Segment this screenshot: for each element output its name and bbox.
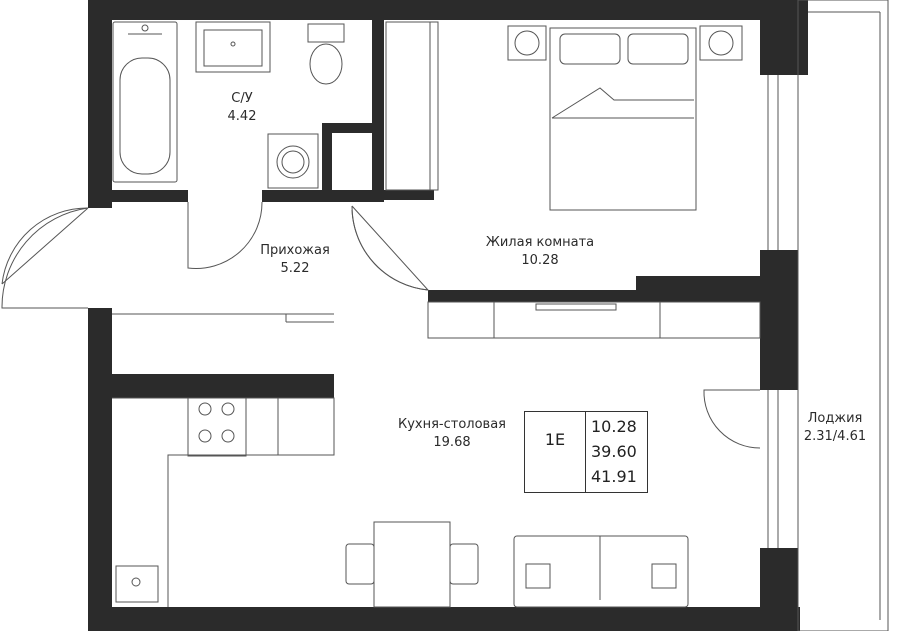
wall-right-top (760, 0, 808, 75)
wall-living-bottom-thick (636, 276, 768, 300)
room-area: 10.28 (521, 253, 559, 268)
room-area: 2.31/4.61 (803, 429, 867, 444)
hallway-shelf (112, 313, 334, 323)
room-label-kitchen: Кухня-столовая 19.68 (382, 416, 522, 452)
wall-bath-bottom-left (88, 190, 188, 202)
wall-kitchen-top (112, 374, 334, 398)
wall-shaft-top (322, 123, 382, 133)
apartment-areas: 10.28 39.60 41.91 (591, 414, 637, 489)
room-label-living: Жилая комната 10.28 (470, 234, 610, 270)
room-area: 4.42 (227, 109, 257, 124)
wall-right-mid (760, 250, 798, 390)
bed (507, 25, 743, 211)
apartment-code: 1Е (525, 412, 586, 492)
washing-machine (267, 133, 319, 189)
room-name: Лоджия (807, 411, 863, 426)
room-name: С/У (231, 91, 253, 106)
dining-table (345, 521, 479, 608)
kitchen-counter (112, 397, 335, 607)
walls (88, 0, 808, 631)
room-name: Кухня-столовая (397, 417, 506, 432)
doors (1, 201, 761, 449)
tv-console (427, 301, 761, 339)
room-label-hallway: Прихожая 5.22 (245, 242, 345, 278)
wall-bath-right (372, 20, 384, 202)
window-right (767, 75, 779, 548)
wall-left-lower (88, 308, 112, 631)
room-area: 19.68 (433, 435, 471, 450)
wall-wardrobe-bottom (384, 190, 434, 200)
loggia (797, 0, 889, 631)
room-name: Прихожая (260, 243, 330, 258)
wardrobe (385, 21, 439, 191)
living-area-value: 10.28 (591, 417, 637, 436)
total-area-value: 39.60 (591, 442, 637, 461)
sofa (513, 535, 689, 608)
wall-right-bottom (760, 548, 798, 631)
room-name: Жилая комната (485, 235, 595, 250)
total-with-loggia-value: 41.91 (591, 467, 637, 486)
wall-bottom (88, 607, 800, 631)
room-area: 5.22 (280, 261, 310, 276)
bath-sink (195, 21, 271, 73)
room-label-loggia: Лоджия 2.31/4.61 (798, 410, 872, 446)
room-label-bathroom: С/У 4.42 (212, 90, 272, 126)
wall-left-upper (88, 0, 112, 208)
toilet (307, 23, 345, 85)
wall-shaft-left (322, 123, 332, 202)
apartment-summary-badge: 1Е 10.28 39.60 41.91 (524, 411, 648, 493)
wall-top (88, 0, 808, 20)
bathtub (112, 21, 178, 183)
